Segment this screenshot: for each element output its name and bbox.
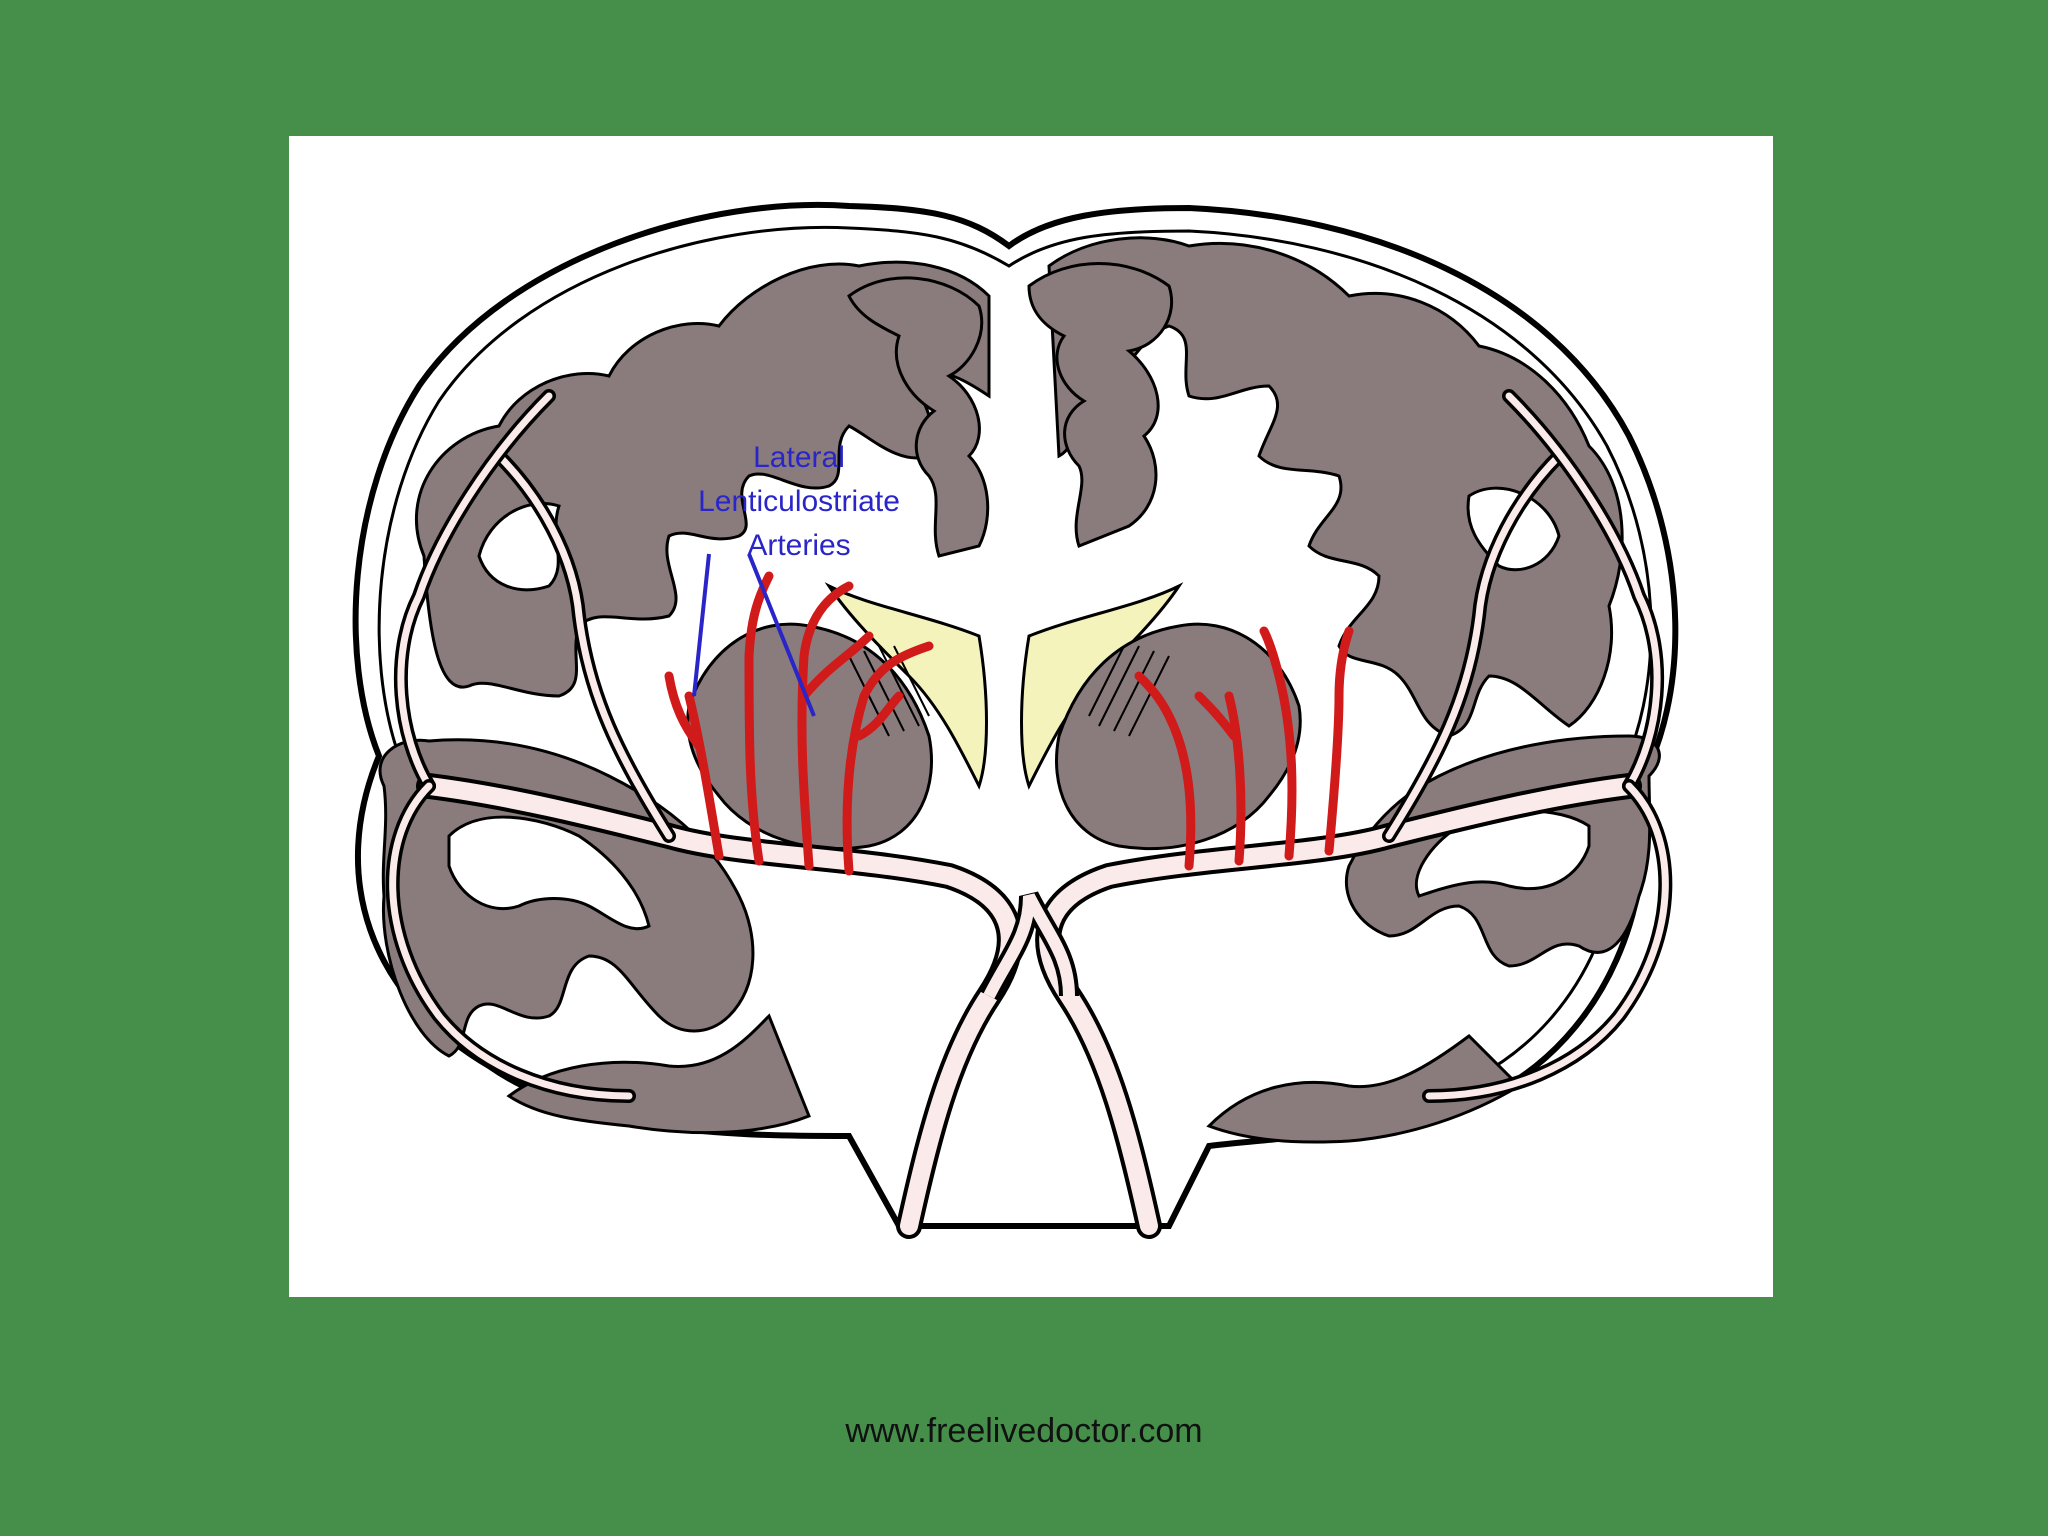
midline-vessel (980, 891, 1079, 1001)
middle-cerebral-artery-right (1035, 773, 1642, 1239)
label-line-lenticulostriate: Lenticulostriate (698, 485, 900, 518)
midline-right-gyrus (1027, 262, 1174, 548)
left-temporal-cortex (506, 1013, 811, 1135)
label-pointer-lines (692, 553, 816, 717)
brain-coronal-section-diagram (352, 201, 1679, 1239)
midline-left-gyrus (847, 276, 990, 558)
slide-panel: Lateral Lenticulostriate Arteries (289, 136, 1773, 1297)
left-cortical-vessels (385, 389, 676, 1103)
right-cortical-vessels (1382, 389, 1673, 1103)
label-line-lateral: Lateral (753, 441, 845, 474)
right-lenticulostriate-arteries (1134, 626, 1354, 871)
footer-url: www.freelivedoctor.com (845, 1412, 1203, 1450)
brain-outline-inner (377, 225, 1653, 1128)
label-line-arteries: Arteries (747, 529, 851, 562)
middle-cerebral-artery-left (416, 773, 1023, 1239)
left-lenticulostriate-arteries (664, 571, 934, 876)
right-internal-capsule (1088, 645, 1170, 737)
left-lateral-ventricle (824, 582, 988, 790)
left-lower-cortex-sulcus (447, 815, 651, 931)
